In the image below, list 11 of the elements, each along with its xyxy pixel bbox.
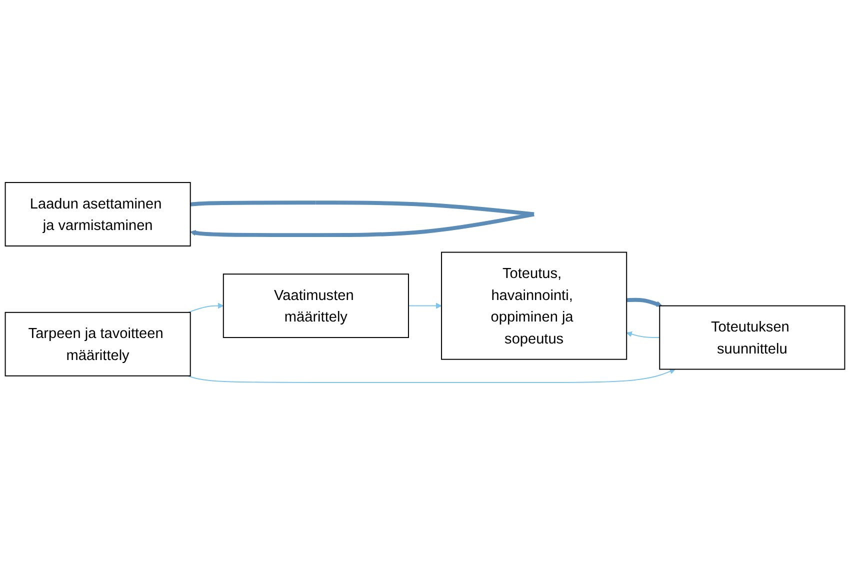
arrow — [190, 200, 534, 238]
arrow — [188, 368, 676, 383]
node-box: Toteutus, havainnointi, oppiminen ja sopeutus — [441, 252, 628, 360]
node-box: Laadun asettaminen ja varmistaminen — [4, 182, 191, 246]
arrow — [188, 302, 224, 313]
node-box: Tarpeen ja tavoitteen määrittely — [4, 312, 191, 376]
node-box: Vaatimusten määrittely — [222, 274, 409, 338]
arrow — [626, 298, 662, 307]
arrow — [626, 331, 660, 338]
arrow — [408, 302, 442, 309]
node-box: Toteutuksen suunnittelu — [659, 305, 846, 370]
